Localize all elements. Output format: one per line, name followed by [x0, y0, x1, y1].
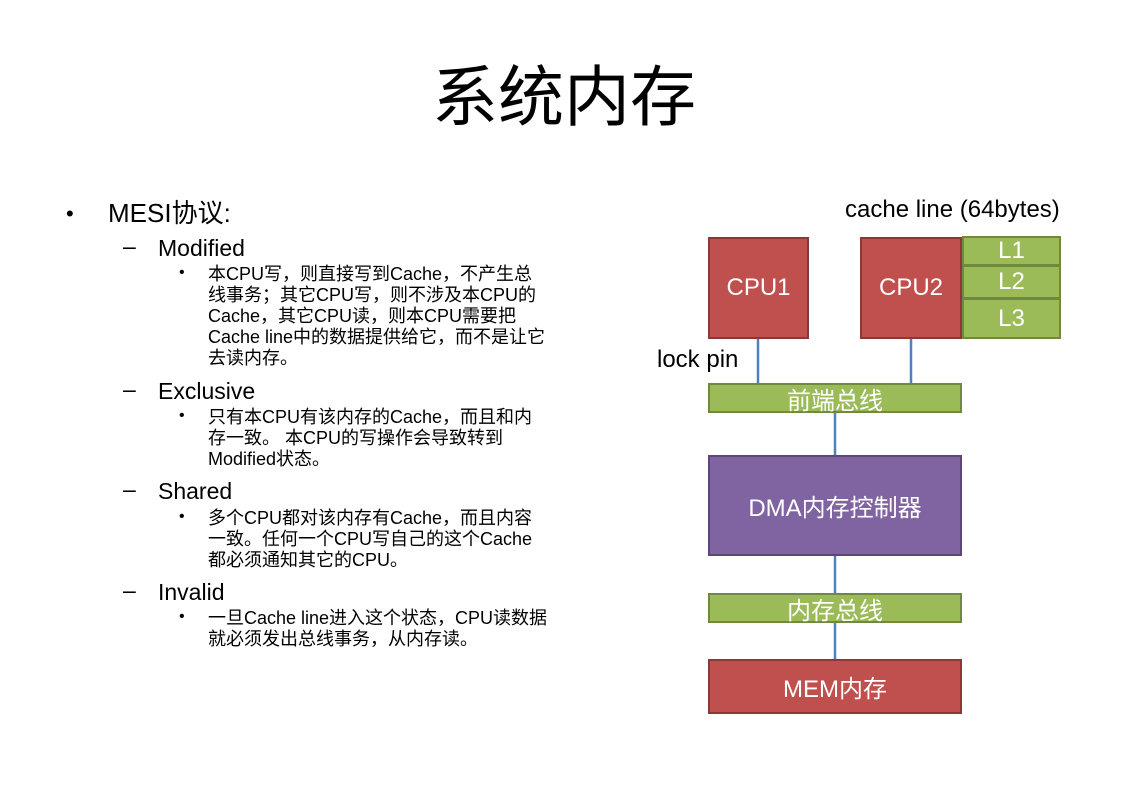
bullet-dash: –: [123, 376, 136, 402]
state-exclusive-title: Exclusive: [158, 378, 256, 404]
page-title: 系统内存: [432, 59, 696, 136]
cache-l1-box: L1: [962, 236, 1061, 266]
cache-line-label: cache line (64bytes): [845, 196, 1060, 223]
memory-bus-box: 内存总线: [708, 593, 962, 625]
state-shared-title: Shared: [158, 478, 233, 504]
state-shared-desc: 多个CPU都对该内存有Cache，而且内容一致。任何一个CPU写自己的这个Cac…: [208, 508, 533, 570]
state-modified-desc: 本CPU写，则直接写到Cache，不产生总线事务；其它CPU写，则不涉及本CPU…: [208, 264, 546, 368]
state-invalid-title: Invalid: [158, 579, 225, 605]
bullet-small-dot: •: [179, 264, 185, 281]
cache-l3-box: L3: [962, 298, 1061, 339]
state-exclusive-desc: 只有本CPU有该内存的Cache，而且和内存一致。 本CPU的写操作会导致转到M…: [208, 407, 533, 469]
bullet-small-dot: •: [179, 407, 185, 424]
bullet-mesi-protocol: MESI协议:: [108, 198, 231, 228]
bullet-small-dot: •: [179, 508, 185, 525]
bullet-dash: –: [123, 577, 136, 603]
lock-pin-label: lock pin: [657, 346, 739, 373]
front-bus-box: 前端总线: [708, 383, 962, 415]
dma-controller-box: DMA内存控制器: [708, 455, 962, 556]
bullet-dash: –: [123, 233, 136, 259]
cpu2-box: CPU2: [860, 237, 962, 339]
memory-box: MEM内存: [708, 659, 962, 714]
state-modified-title: Modified: [158, 235, 245, 261]
bullet-dot: •: [66, 201, 74, 226]
state-invalid-desc: 一旦Cache line进入这个状态，CPU读数据就必须发出总线事务，从内存读。: [208, 608, 548, 649]
bullet-dash: –: [123, 476, 136, 502]
cache-l2-box: L2: [962, 265, 1061, 299]
bullet-small-dot: •: [179, 608, 185, 625]
cpu1-box: CPU1: [708, 237, 809, 339]
